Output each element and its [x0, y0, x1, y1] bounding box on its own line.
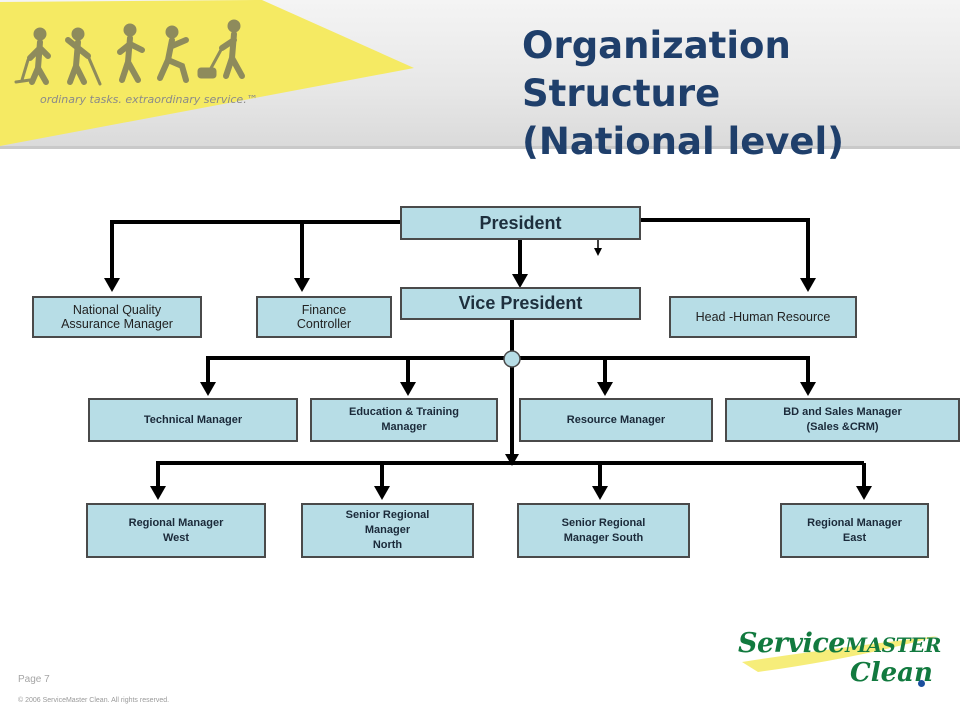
- figure-body-5: [219, 31, 245, 79]
- junction-node: [503, 350, 521, 368]
- logo-swoosh: [742, 636, 938, 672]
- bd-sales-manager-box: BD and Sales Manager (Sales &CRM): [725, 398, 960, 442]
- vice-president-box: Vice President: [400, 287, 641, 320]
- figure-body-4: [157, 37, 189, 83]
- arrow-east: [856, 486, 872, 500]
- header-divider: [0, 146, 960, 149]
- tagline: ordinary tasks. extraordinary service.™: [40, 93, 258, 106]
- arrow-vp: [512, 274, 528, 288]
- quality-manager-box: National Quality Assurance Manager: [32, 296, 202, 338]
- regional-manager-east-box: Regional Manager East: [780, 503, 929, 558]
- servicemaster-clean-logo: ServiceMASTER Clean: [738, 628, 944, 698]
- regional-manager-west-box: Regional Manager West: [86, 503, 266, 558]
- mop-2: [86, 54, 102, 86]
- logo-dot: [918, 680, 925, 687]
- senior-regional-manager-south-box: Senior Regional Manager South: [517, 503, 690, 558]
- broom-1: [14, 58, 32, 84]
- vacuum-5: [208, 46, 224, 72]
- resource-manager-box: Resource Manager: [519, 398, 713, 442]
- hr-head-box: Head -Human Resource: [669, 296, 857, 338]
- arrow-small-tick: [594, 248, 602, 256]
- finance-controller-box: Finance Controller: [256, 296, 392, 338]
- arrow-south: [592, 486, 608, 500]
- arrow-hr: [800, 278, 816, 292]
- education-training-manager-box: Education & Training Manager: [310, 398, 498, 442]
- senior-regional-manager-north-box: Senior Regional Manager North: [301, 503, 474, 558]
- figure-body-1: [27, 39, 51, 85]
- arrow-bd-sales: [800, 382, 816, 396]
- arrowheads: [104, 248, 872, 500]
- arrow-technical: [200, 382, 216, 396]
- president-box: President: [400, 206, 641, 240]
- arrow-quality: [104, 278, 120, 292]
- connector-lines: [110, 218, 866, 488]
- arrow-resource: [597, 382, 613, 396]
- vacuum-body-5: [197, 67, 217, 79]
- page-title: Organization Structure (National level): [522, 24, 845, 163]
- logo-word-service: Service: [738, 628, 845, 659]
- arrow-finance: [294, 278, 310, 292]
- arrow-west: [150, 486, 166, 500]
- arrow-vp-stem: [505, 454, 519, 466]
- arrow-education: [400, 382, 416, 396]
- figure-body-3: [117, 35, 145, 83]
- page-number: Page 7: [18, 674, 50, 685]
- technical-manager-box: Technical Manager: [88, 398, 298, 442]
- logo-word-master: MASTER: [844, 633, 941, 657]
- worker-figures-graphic: [14, 19, 245, 86]
- figure-body-2: [65, 37, 91, 85]
- logo-line-1: ServiceMASTER: [738, 628, 941, 659]
- arrow-north: [374, 486, 390, 500]
- copyright-notice: © 2006 ServiceMaster Clean. All rights r…: [18, 697, 170, 704]
- tagline-banner: [0, 0, 414, 146]
